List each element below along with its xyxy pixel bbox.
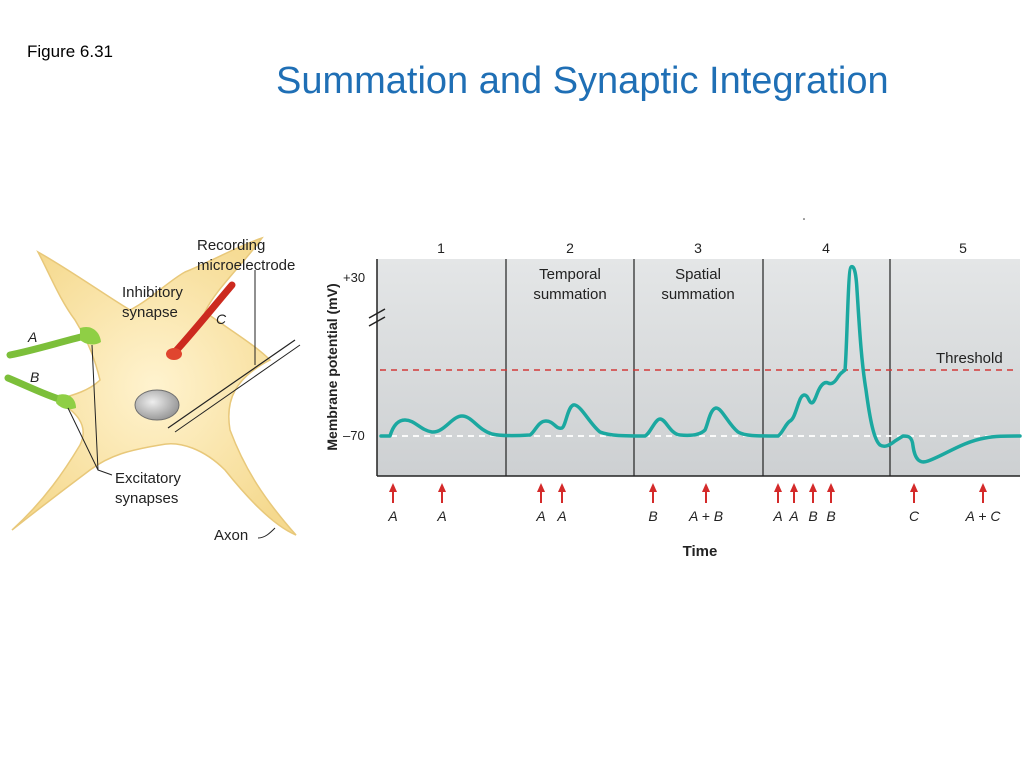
stimulus-label: B <box>648 508 657 524</box>
stimulus-arrow-head <box>702 483 710 492</box>
stimulus-arrow-head <box>910 483 918 492</box>
neuron-illustration: Recording microelectrode Inhibitory syna… <box>4 236 301 544</box>
membrane-potential-chart: 1 2 3 4 5 Temporal summation Spatial sum… <box>324 218 1022 560</box>
x-axis-label: Time <box>683 543 718 560</box>
stimulus-arrow-head <box>790 483 798 492</box>
excitatory-leader-b <box>67 407 99 471</box>
excitatory-synapse-b-bouton <box>56 394 76 410</box>
stimulus-arrow-head <box>827 483 835 492</box>
stimulus-label: B <box>808 508 817 524</box>
stimulus-label: A + B <box>688 508 723 524</box>
axon-leader <box>257 527 276 539</box>
excitatory-synapse-a <box>6 332 89 359</box>
stimulus-arrows <box>389 483 987 503</box>
figure-label: Figure 6.31 <box>27 42 113 61</box>
stimulus-arrow-head <box>774 483 782 492</box>
inhibitory-label-line1: Inhibitory <box>122 284 183 301</box>
stimulus-label: A + C <box>965 508 1002 524</box>
stimulus-arrow-head <box>649 483 657 492</box>
spatial-caption-line2: summation <box>661 286 734 303</box>
synapse-a-label: A <box>27 329 37 345</box>
stimulus-arrow-head <box>389 483 397 492</box>
stimulus-arrow-head <box>809 483 817 492</box>
stimulus-arrow-head <box>537 483 545 492</box>
inhibitory-label-line2: synapse <box>122 304 178 321</box>
stimulus-label: C <box>909 508 920 524</box>
recording-label-line1: Recording <box>197 237 265 254</box>
membrane-potential-trace <box>379 264 1022 464</box>
spatial-caption-line1: Spatial <box>675 266 721 283</box>
stimulus-label: A <box>436 508 446 524</box>
recording-label-line2: microelectrode <box>197 257 295 274</box>
dot-mark <box>803 218 805 220</box>
y-tick-bottom: –70 <box>343 428 365 443</box>
y-tick-top: +30 <box>343 270 365 285</box>
panel-number: 5 <box>959 240 967 256</box>
synapse-b-label: B <box>30 369 39 385</box>
axon-label: Axon <box>214 527 248 544</box>
panel-number: 3 <box>694 240 702 256</box>
stimulus-arrow-head <box>558 483 566 492</box>
excitatory-label-line1: Excitatory <box>115 470 181 487</box>
panel-number: 4 <box>822 240 830 256</box>
temporal-caption-line2: summation <box>533 286 606 303</box>
excitatory-label-line2: synapses <box>115 490 178 507</box>
y-axis-break <box>368 308 386 327</box>
slide-title: Summation and Synaptic Integration <box>276 60 889 102</box>
stimulus-arrow-head <box>979 483 987 492</box>
microelectrode <box>167 339 296 429</box>
panel-number: 2 <box>566 240 574 256</box>
stimulus-label: A <box>535 508 545 524</box>
stimulus-label: A <box>556 508 566 524</box>
excitatory-synapse-a-bouton <box>80 326 101 345</box>
synapse-c-label: C <box>216 311 227 327</box>
neuron-nucleus <box>134 389 180 421</box>
stimulus-label: A <box>387 508 397 524</box>
temporal-caption-line1: Temporal <box>539 266 601 283</box>
stimulus-label: B <box>826 508 835 524</box>
inhibitory-synapse-c <box>171 281 236 356</box>
stimulus-arrow-head <box>438 483 446 492</box>
threshold-label: Threshold <box>936 350 1003 367</box>
y-axis-label: Membrane potential (mV) <box>324 283 340 450</box>
inhibitory-synapse-bouton <box>166 348 182 360</box>
stimulus-label: A <box>788 508 798 524</box>
panel-number: 1 <box>437 240 445 256</box>
microelectrode-shaft <box>174 344 301 433</box>
stimulus-label: A <box>772 508 782 524</box>
